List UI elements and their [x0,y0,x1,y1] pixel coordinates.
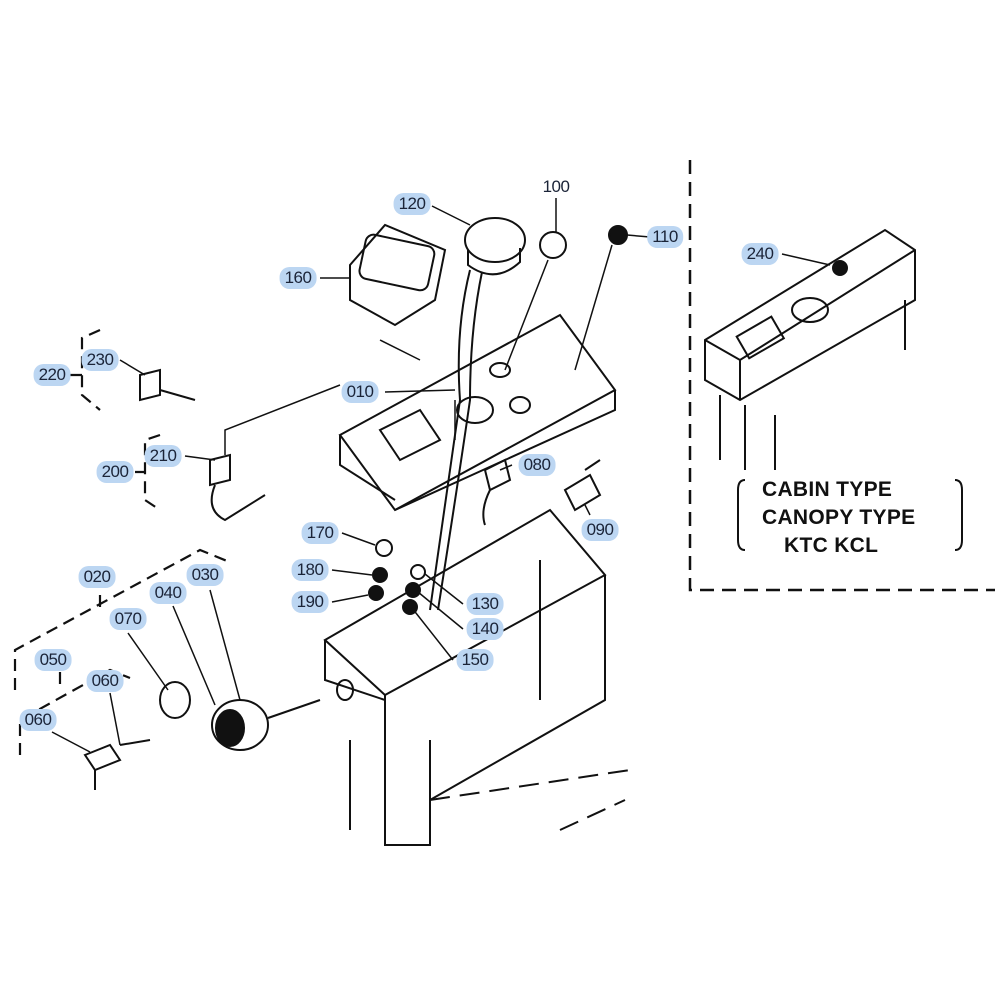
note-cabin-type: CABIN TYPE [762,478,893,501]
group-brackets [13,328,233,755]
plug-100 [539,231,567,259]
callout-230[interactable]: 230 [81,349,119,371]
callout-150[interactable]: 150 [456,649,494,671]
callout-030[interactable]: 030 [186,564,224,586]
inset-border [688,160,995,592]
note-bracket-left [737,479,746,551]
console-pedestal [323,508,631,846]
callout-020[interactable]: 020 [78,566,116,588]
plug-110 [608,225,628,245]
leader-lines [51,198,831,753]
callout-110[interactable]: 110 [647,226,683,248]
callout-040[interactable]: 040 [149,582,187,604]
console-plate [338,313,617,512]
inset-panel [704,228,916,470]
gauge-cable [429,269,483,611]
callout-180[interactable]: 180 [291,559,329,581]
key-switch [83,681,321,790]
callout-060-key[interactable]: 060 [19,709,57,731]
note-bracket-right [954,479,963,551]
switch-080 [482,458,512,526]
callout-010[interactable]: 010 [341,381,379,403]
callout-130[interactable]: 130 [466,593,504,615]
hour-meter [349,223,447,327]
note-models: KTC KCL [784,534,879,557]
washer-170 [375,539,393,557]
callout-080[interactable]: 080 [518,454,556,476]
callout-050[interactable]: 050 [34,649,72,671]
callout-200[interactable]: 200 [96,461,134,483]
switch-210 [209,453,266,522]
callout-240[interactable]: 240 [741,243,779,265]
callout-070[interactable]: 070 [109,608,147,630]
callout-100[interactable]: 100 [542,177,570,196]
switch-230 [139,368,196,402]
gauge [464,217,526,263]
callout-160[interactable]: 160 [279,267,317,289]
callout-060[interactable]: 060 [86,670,124,692]
callout-210[interactable]: 210 [144,445,182,467]
switch-090 [563,459,602,512]
callout-190[interactable]: 190 [291,591,329,613]
note-canopy-type: CANOPY TYPE [762,506,916,529]
callout-220[interactable]: 220 [33,364,71,386]
callout-170[interactable]: 170 [301,522,339,544]
callout-140[interactable]: 140 [466,618,504,640]
callout-120[interactable]: 120 [393,193,431,215]
callout-090[interactable]: 090 [581,519,619,541]
